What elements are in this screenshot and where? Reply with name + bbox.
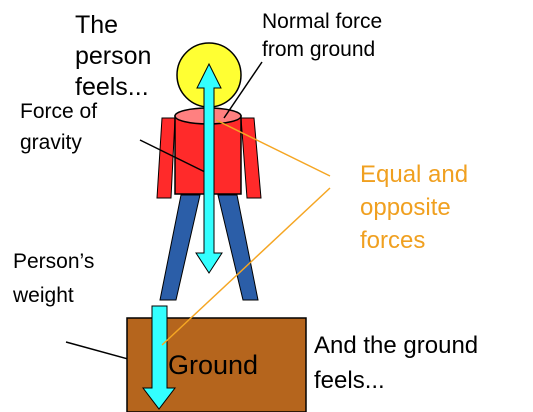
equal-pointer-line-top: [215, 119, 331, 177]
normal-force-label-line1: Normal force: [262, 10, 382, 33]
body-force-arrow: [195, 62, 223, 274]
left-arm: [156, 117, 176, 199]
ground-label: Ground: [168, 350, 258, 380]
left-leg: [159, 194, 201, 301]
weight-label-line2: weight: [12, 284, 74, 307]
person-label-line2: person: [75, 42, 151, 70]
ground-feels-label-line2: feels...: [314, 367, 385, 394]
person-label-line1: The: [75, 11, 118, 39]
equal-pointer-line-bottom: [161, 187, 331, 346]
weight-label-line1: Person’s: [13, 250, 94, 273]
person-label-line3: feels...: [75, 73, 149, 101]
weight-arrow: [141, 305, 177, 410]
equal-forces-label-line2: opposite: [360, 194, 451, 221]
normal-force-label-line2: from ground: [262, 38, 375, 61]
ground-feels-label-line1: And the ground: [314, 332, 478, 359]
gravity-label-line1: Force of: [20, 100, 97, 123]
gravity-pointer-line: [139, 139, 206, 173]
right-arm: [240, 117, 262, 199]
normal-force-pointer-line: [223, 61, 263, 119]
gravity-label-line2: gravity: [20, 131, 82, 154]
equal-forces-label-line3: forces: [360, 227, 425, 254]
equal-forces-label-line1: Equal and: [360, 161, 468, 188]
right-leg: [217, 194, 259, 301]
